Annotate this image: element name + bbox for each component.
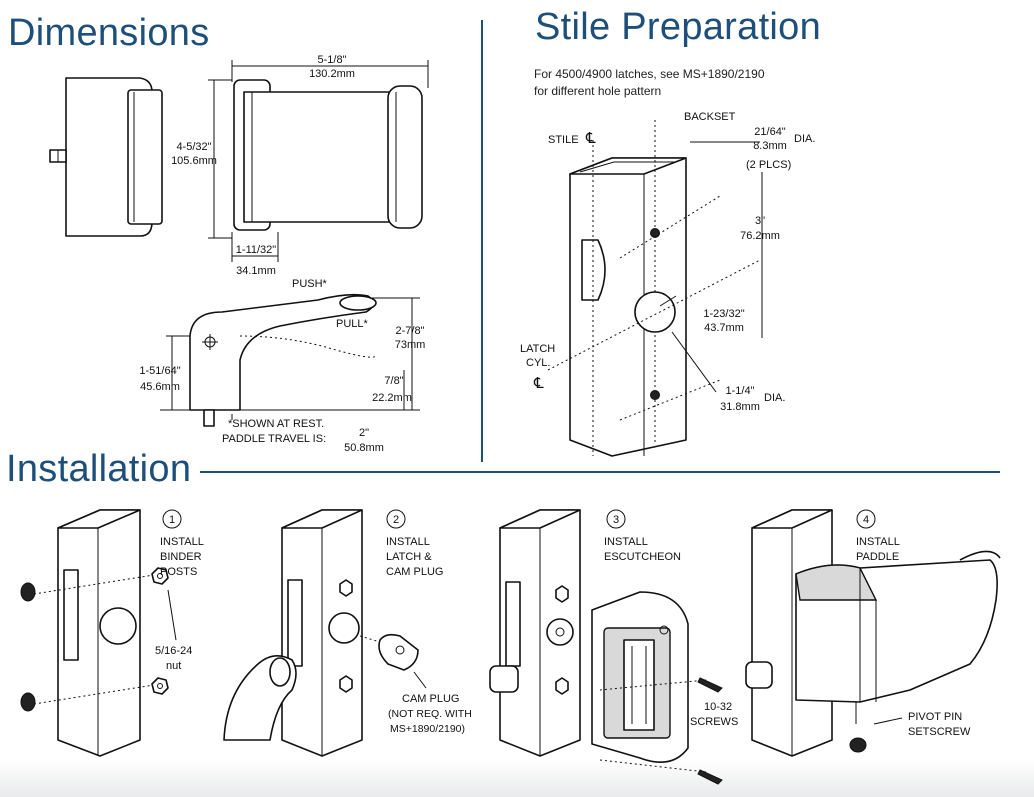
screws-callout-line1: 10-32 [704, 701, 732, 713]
small-hole-in: 21/64" [754, 126, 786, 138]
dim-width-in: 5-1/8" [318, 54, 347, 66]
dim-travel-mm: 50.8mm [344, 442, 384, 454]
dim-width-mm: 130.2mm [309, 68, 355, 80]
dim-body-h-mm: 45.6mm [140, 381, 180, 393]
dim-height-mm: 105.6mm [171, 155, 217, 167]
step3-line2: ESCUTCHEON [604, 551, 681, 563]
step4-badge: 4 INSTALL PADDLE [856, 509, 900, 563]
cyl-label: CYL. [526, 357, 550, 369]
dim-total-h-mm: 73mm [395, 339, 426, 351]
stile-note-line1: For 4500/4900 latches, see MS+1890/2190 [534, 67, 765, 81]
dim-depth-mm: 34.1mm [236, 265, 276, 277]
backset-label: BACKSET [684, 111, 736, 123]
step1-number: 1 [169, 514, 175, 526]
installation-heading: Installation [6, 448, 192, 490]
dim-body-h-in: 1-51/64" [139, 365, 180, 377]
nut-callout-line2: nut [166, 660, 181, 672]
step4-line2: PADDLE [856, 551, 899, 563]
dimensions-heading: Dimensions [8, 12, 210, 54]
large-hole-in: 1-1/4" [726, 385, 755, 397]
step1-line3: POSTS [160, 566, 197, 578]
step2-line2: LATCH & [386, 551, 432, 563]
spacing-mm: 76.2mm [740, 230, 780, 242]
stile-drawing: STILE ℄ BACKSET 21/64" 8.3mm DIA. (2 PLC… [520, 111, 815, 457]
travel-note-line1: *SHOWN AT REST. [228, 418, 324, 430]
stile-note: For 4500/4900 latches, see MS+1890/2190 … [534, 66, 765, 100]
stile-preparation-heading: Stile Preparation [535, 6, 822, 48]
dim-paddle-in: 7/8" [384, 375, 403, 387]
step3-number: 3 [613, 514, 619, 526]
bottom-band [0, 760, 1034, 797]
profile-view-drawing: PUSH* PULL* 2-7/8" 73mm 1-51/64" 45.6mm … [139, 278, 425, 454]
step1-line2: BINDER [160, 551, 202, 563]
latch-label: LATCH [520, 343, 555, 355]
step4-drawing [745, 509, 1001, 757]
stile-cl-label: STILE [548, 134, 579, 146]
dimension-lines-top: 5-1/8" 130.2mm 4-5/32" 105.6mm 1-11/32" … [171, 54, 429, 277]
step2-number: 2 [393, 514, 399, 526]
cam-plug-callout-line1: CAM PLUG [402, 693, 459, 705]
step1-line1: INSTALL [160, 536, 204, 548]
plcs-label: (2 PLCS) [746, 159, 791, 171]
step2-badge: 2 INSTALL LATCH & CAM PLUG [386, 509, 443, 578]
nut-callout-line1: 5/16-24 [155, 645, 192, 657]
step1-drawing [20, 509, 177, 757]
dim-depth-in: 1-11/32" [236, 244, 276, 256]
step2-drawing [223, 509, 427, 757]
step3-drawing [489, 509, 723, 785]
stile-cl-symbol: ℄ [585, 130, 596, 147]
cam-plug-callout-line3: MS+1890/2190) [390, 723, 465, 735]
front-view-drawing [233, 79, 423, 231]
spacing-in: 3" [755, 215, 765, 227]
push-label: PUSH* [292, 278, 328, 290]
step4-number: 4 [863, 514, 869, 526]
travel-note-line2: PADDLE TRAVEL IS: [222, 433, 326, 445]
latch-cl-symbol: ℄ [533, 375, 544, 392]
offset-mm: 43.7mm [704, 322, 744, 334]
dim-paddle-mm: 22.2mm [372, 392, 412, 404]
stile-note-line2: for different hole pattern [534, 84, 662, 98]
step3-line1: INSTALL [604, 536, 648, 548]
side-view-drawing [49, 77, 163, 237]
large-hole-mm: 31.8mm [720, 401, 760, 413]
step2-line3: CAM PLUG [386, 566, 443, 578]
dim-height-in: 4-5/32" [176, 141, 211, 153]
dim-travel-in: 2" [359, 427, 369, 439]
pivot-callout-line2: SETSCREW [908, 726, 971, 738]
step3-badge: 3 INSTALL ESCUTCHEON [604, 509, 681, 563]
cam-plug-callout-line2: (NOT REQ. WITH [388, 708, 472, 720]
step1-badge: 1 INSTALL BINDER POSTS [160, 509, 204, 578]
screws-callout-line2: SCREWS [690, 716, 738, 728]
small-hole-dia: DIA. [794, 133, 815, 145]
pivot-callout-line1: PIVOT PIN [908, 711, 962, 723]
large-hole-dia: DIA. [764, 392, 785, 404]
step2-line1: INSTALL [386, 536, 430, 548]
small-hole-mm: 8.3mm [753, 140, 787, 152]
step4-line1: INSTALL [856, 536, 900, 548]
dim-total-h-in: 2-7/8" [396, 325, 425, 337]
pull-label: PULL* [336, 318, 369, 330]
offset-in: 1-23/32" [703, 308, 744, 320]
